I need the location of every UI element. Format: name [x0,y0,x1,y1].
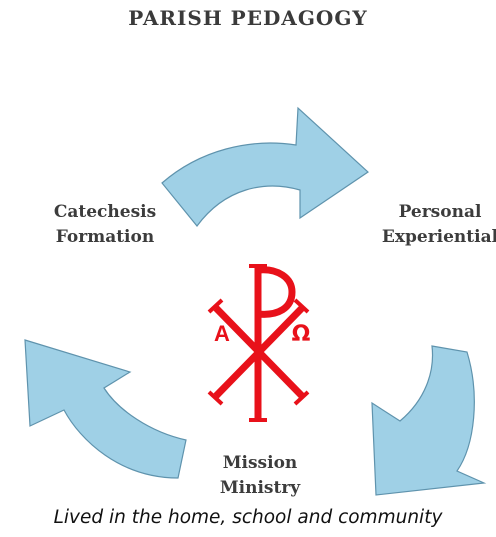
alpha-letter: A [214,321,230,346]
stage-mission-label: Mission Ministry [195,451,325,501]
arrow-top [161,106,369,227]
stage-catechesis-line1: Catechesis [53,202,157,222]
stage-mission-line1: Mission [222,453,298,473]
omega-letter: Ω [292,322,311,347]
stage-catechesis-label: Catechesis Formation [30,200,180,250]
diagram-title: PARISH PEDAGOGY [128,6,368,30]
stage-personal-line1: Personal [398,202,482,222]
arrow-right [371,345,487,496]
stage-mission-line2: Ministry [219,478,301,498]
arrow-left [24,339,187,479]
stage-personal-label: Personal Experiential [375,200,496,250]
stage-catechesis-line2: Formation [55,227,155,247]
diagram-caption: Lived in the home, school and community [53,507,443,528]
stage-personal-line2: Experiential [381,227,496,247]
